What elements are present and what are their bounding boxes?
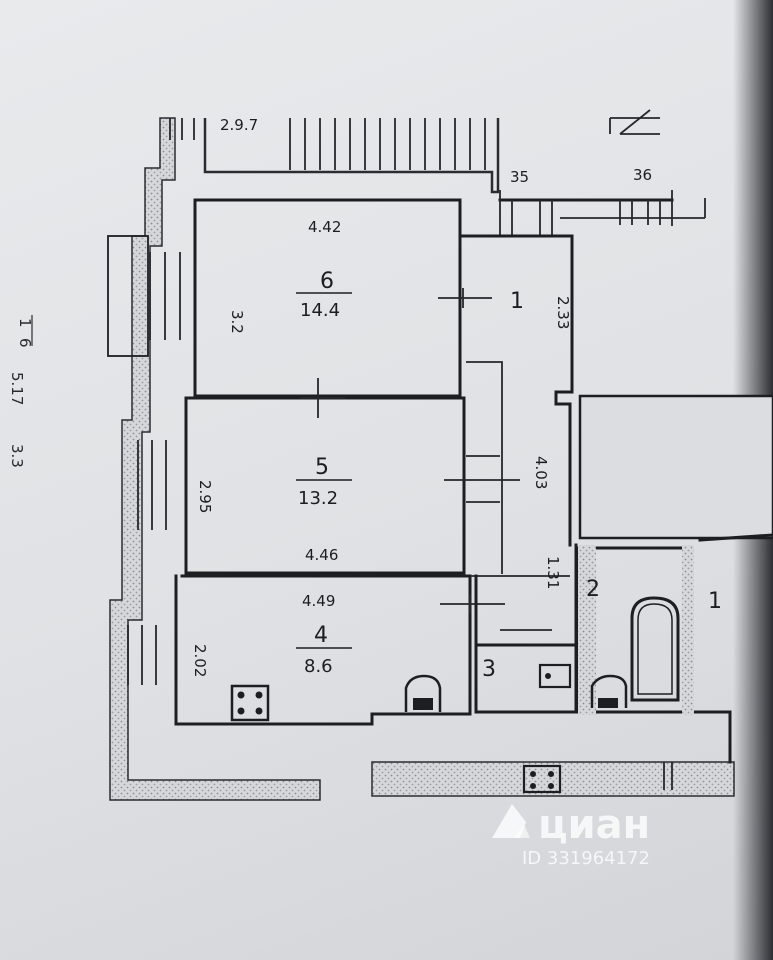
room-1-outline <box>460 234 574 547</box>
toilet-icon <box>590 674 628 708</box>
room-6-area: 14.4 <box>300 300 340 321</box>
room-6-width: 4.42 <box>308 218 341 236</box>
side-annotation-lower: 5.17 <box>8 372 26 405</box>
room-5-number: 5 <box>315 455 329 480</box>
upper-right-structure <box>498 109 706 236</box>
stove-icon <box>230 684 270 722</box>
room-4-area: 8.6 <box>304 656 333 677</box>
room-5-area: 13.2 <box>298 488 338 509</box>
room-5-height: 2.95 <box>196 480 214 513</box>
stove-lower-icon <box>522 764 562 794</box>
side-annotation-mid: 6 <box>16 338 34 348</box>
kitchen-sink-icon <box>404 674 442 712</box>
room-4-number: 4 <box>314 623 328 648</box>
top-label: 2.9.7 <box>220 116 258 134</box>
room-1-length: 4.03 <box>532 456 550 489</box>
room-6-number: 6 <box>320 269 334 294</box>
room-3-number: 3 <box>482 657 496 682</box>
room-6-height: 3.2 <box>228 310 246 334</box>
room-4-height: 2.02 <box>191 644 209 677</box>
wet-rooms <box>474 394 773 764</box>
room-5-width: 4.46 <box>305 546 338 564</box>
right-label: 1 <box>708 589 722 614</box>
sink-icon <box>538 663 572 689</box>
room-1-number: 1 <box>510 289 524 314</box>
plot-number-36: 36 <box>633 166 652 184</box>
side-annotation-top: 1 <box>16 318 34 328</box>
room-1-height: 2.33 <box>554 296 572 329</box>
room-2-length: 1.31 <box>544 556 562 589</box>
watermark-brand: циан <box>538 802 650 848</box>
watermark: циан ID 331964172 <box>492 802 650 869</box>
cian-logo-icon <box>492 804 530 838</box>
door-marks <box>300 288 520 614</box>
room-2-number: 2 <box>586 577 600 602</box>
room-4-width: 4.49 <box>302 592 335 610</box>
windows <box>127 440 167 685</box>
bathtub-icon <box>630 596 680 702</box>
watermark-id: ID 331964172 <box>522 848 650 869</box>
side-annotation: 1 6 5.17 3.3 <box>8 315 34 468</box>
side-annotation-bottom: 3.3 <box>8 444 26 468</box>
balcony <box>107 235 181 357</box>
top-stairs <box>169 118 486 170</box>
plot-number-35: 35 <box>510 168 529 186</box>
